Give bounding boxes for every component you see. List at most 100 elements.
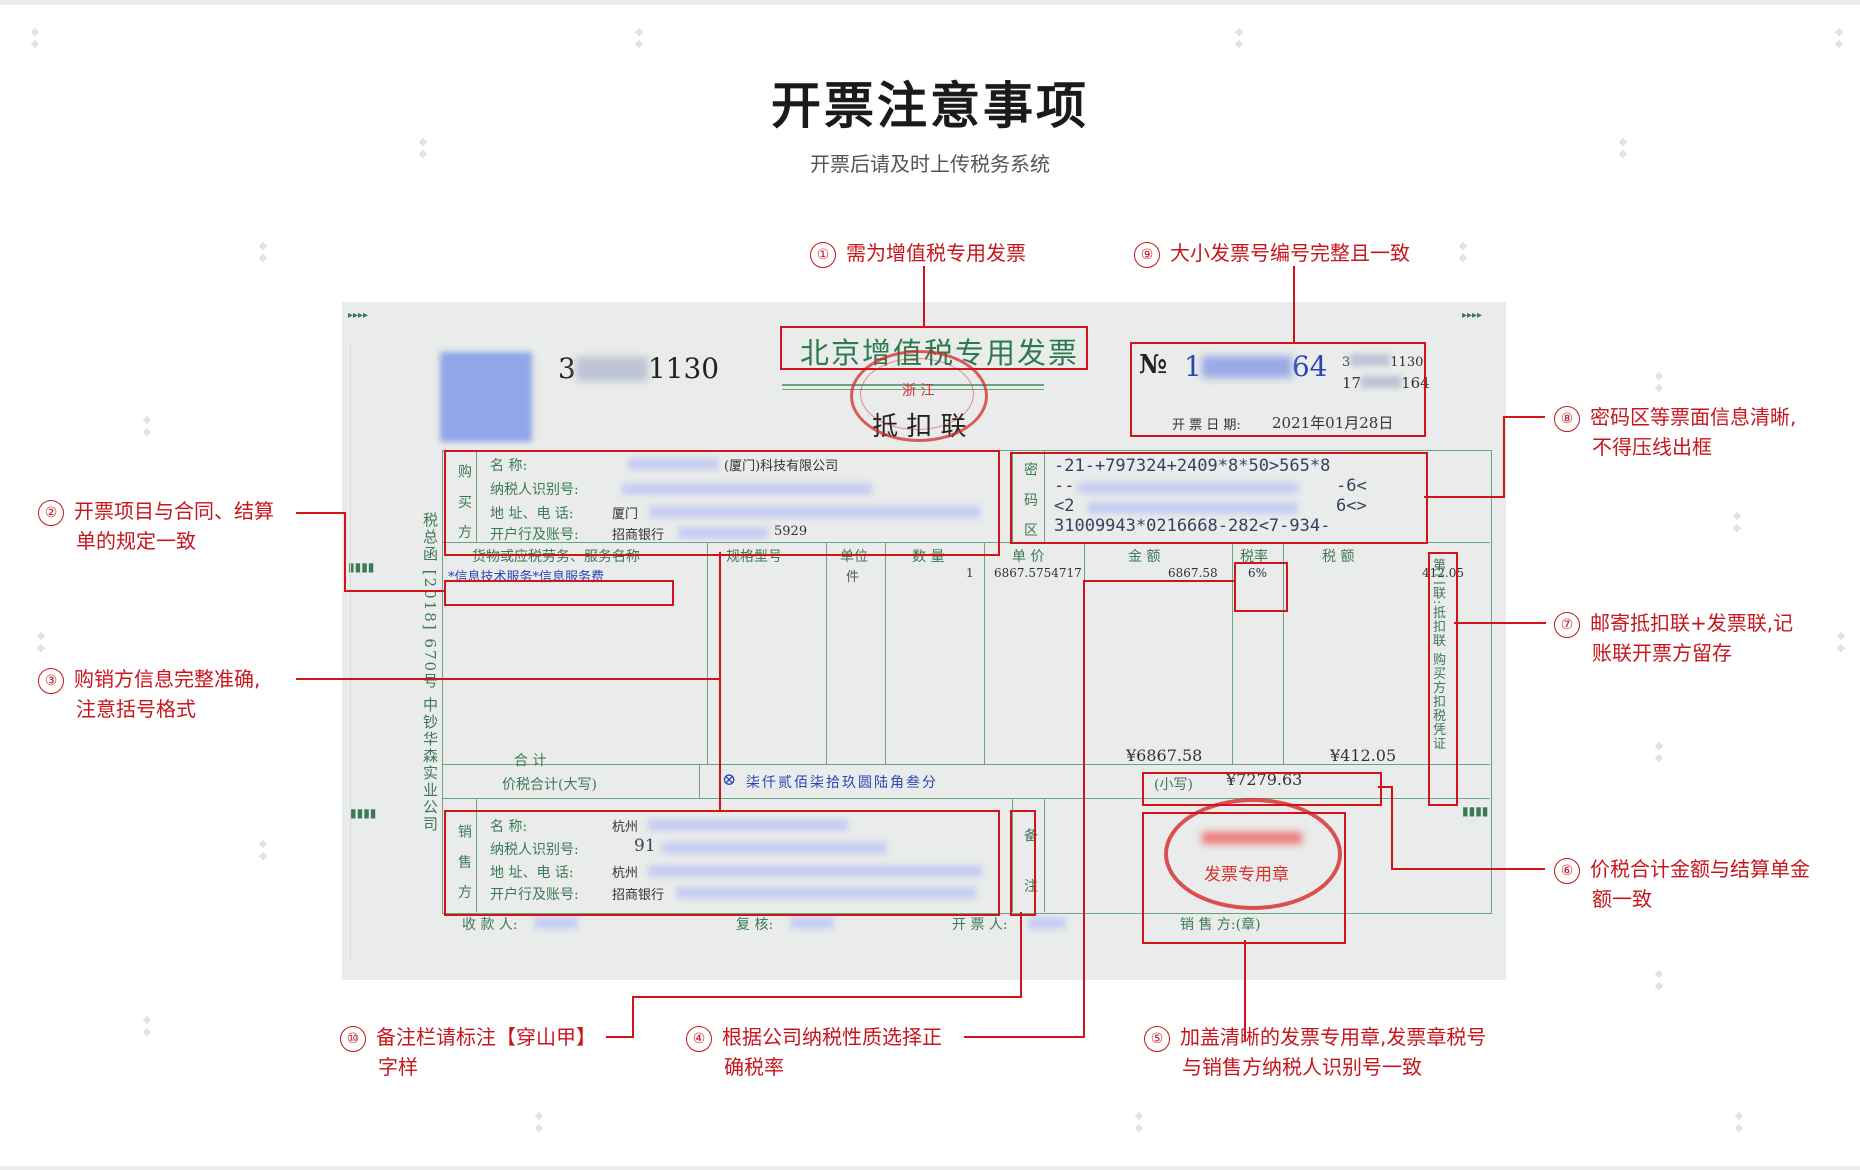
blurred-text [628, 458, 718, 470]
grid-line [699, 764, 700, 798]
watermark: ◆◆ [1134, 1109, 1144, 1134]
note-text: 单的规定一致 [76, 529, 196, 553]
blurred-cipher [1088, 502, 1298, 514]
col-unit: 单位 [840, 549, 868, 565]
grid-line [1044, 798, 1045, 912]
watermark: ◆◆ [142, 1013, 152, 1038]
highlight-box-seller [444, 810, 1000, 916]
cipher-side-label: 密 码 区 [1022, 462, 1038, 543]
seller-sign: 销 售 方:(章) [1180, 917, 1261, 933]
tax-authority-stamp [850, 350, 988, 442]
buyer-name-label: 名 称: [490, 458, 528, 474]
note-text: 购销方信息完整准确, [74, 667, 261, 691]
connector-line [1503, 416, 1505, 498]
note-text: 大小发票号编号完整且一致 [1170, 241, 1410, 265]
highlight-box-copy [1428, 552, 1458, 806]
grid-line [1283, 542, 1284, 764]
buyer-taxid-label: 纳税人识别号: [490, 482, 579, 498]
highlight-box-cipher [1010, 452, 1428, 544]
watermark: ◆◆ [1654, 369, 1664, 394]
page-title: 开票注意事项 [771, 77, 1089, 135]
left-faded-code [350, 342, 365, 962]
seller-addr-value: 杭州 [612, 866, 639, 881]
seal-text: 发票专用章 [1204, 865, 1289, 885]
note-number: ⑥ [1554, 858, 1580, 884]
col-spec: 规格型号 [726, 549, 782, 565]
top-border [0, 0, 1860, 5]
connector-line [344, 590, 445, 592]
blurred-text [790, 917, 834, 929]
copy-vertical-text: 第二联:抵扣联 购买方扣税凭证 [1430, 558, 1445, 751]
bottom-border [0, 1166, 1860, 1170]
grand-total-small-label: (小写) [1154, 777, 1193, 793]
buyer-addr-label: 地 址、电 话: [490, 506, 574, 522]
highlight-box-grand-total [1142, 772, 1382, 806]
seller-bank-value: 招商银行 [612, 888, 665, 903]
note-number: ⑧ [1554, 406, 1580, 432]
watermark: ◆◆ [1654, 739, 1664, 764]
connector-line [1378, 786, 1392, 788]
item-tax: 412.05 [1422, 566, 1464, 580]
col-tax: 税 额 [1322, 549, 1355, 565]
note-text: 加盖清晰的发票专用章,发票章税号 [1180, 1025, 1487, 1049]
grand-total-small-value: ¥7279.63 [1226, 770, 1303, 789]
watermark: ◆◆ [1834, 25, 1844, 50]
watermark: ◆◆ [1734, 1109, 1744, 1134]
connector-line [1454, 622, 1546, 624]
blurred-text [622, 483, 872, 495]
cipher-line-2-tail: -6< [1336, 476, 1367, 496]
col-qty: 数 量 [912, 549, 945, 565]
seller-taxid-value: 91 [634, 836, 656, 856]
grid-line [476, 798, 477, 912]
seal-blurred-text [1202, 832, 1302, 844]
watermark: ◆◆ [258, 837, 268, 862]
note-text: 与销售方纳税人识别号一致 [1182, 1055, 1422, 1079]
watermark: ◆◆ [534, 1109, 544, 1134]
connector-line [923, 266, 925, 327]
note-text: 开票项目与合同、结算 [74, 499, 274, 523]
watermark: ◆◆ [418, 135, 428, 160]
watermark: ◆◆ [30, 25, 40, 50]
seller-addr-label: 地 址、电 话: [490, 865, 574, 881]
seller-name-label: 名 称: [490, 819, 528, 835]
total-label: 合 计 [514, 753, 547, 769]
note-text: 注意括号格式 [76, 697, 196, 721]
page-subtitle: 开票后请及时上传税务系统 [810, 152, 1050, 176]
connector-line [296, 678, 720, 680]
stamp-region: 浙 江 [902, 383, 935, 399]
buyer-bank-value: 招商银行 [612, 528, 665, 543]
seller-bank-label: 开户行及账号: [490, 887, 579, 903]
payee-label: 收 款 人: [462, 917, 518, 933]
review-label: 复 核: [736, 917, 774, 933]
seller-taxid-label: 纳税人识别号: [490, 842, 579, 858]
watermark: ◆◆ [1618, 135, 1628, 160]
highlight-box-buyer [444, 450, 1000, 556]
watermark: ◆◆ [1836, 629, 1846, 654]
blurred-text [648, 819, 848, 831]
no-mark: № [1139, 350, 1168, 380]
note-number: ① [810, 242, 836, 268]
connector-line [1503, 416, 1545, 418]
blurred-text [650, 506, 980, 518]
grand-total-mark: ⊗ [722, 770, 737, 790]
note-number: ④ [686, 1026, 712, 1052]
note-number: ⑦ [1554, 612, 1580, 638]
grid-line [442, 542, 1490, 543]
tax-authority-stamp-inner [860, 358, 974, 430]
grid-line [476, 450, 477, 542]
grid-line [707, 542, 708, 764]
note-text: 备注栏请标注【穿山甲】 [376, 1025, 596, 1049]
connector-line [606, 1036, 634, 1038]
item-qty: 1 [966, 566, 974, 580]
connector-line [1391, 786, 1393, 870]
item-price: 6867.5754717 [994, 566, 1082, 580]
qr-code-blurred [440, 352, 532, 442]
grand-total-label: 价税合计(大写) [502, 777, 597, 793]
